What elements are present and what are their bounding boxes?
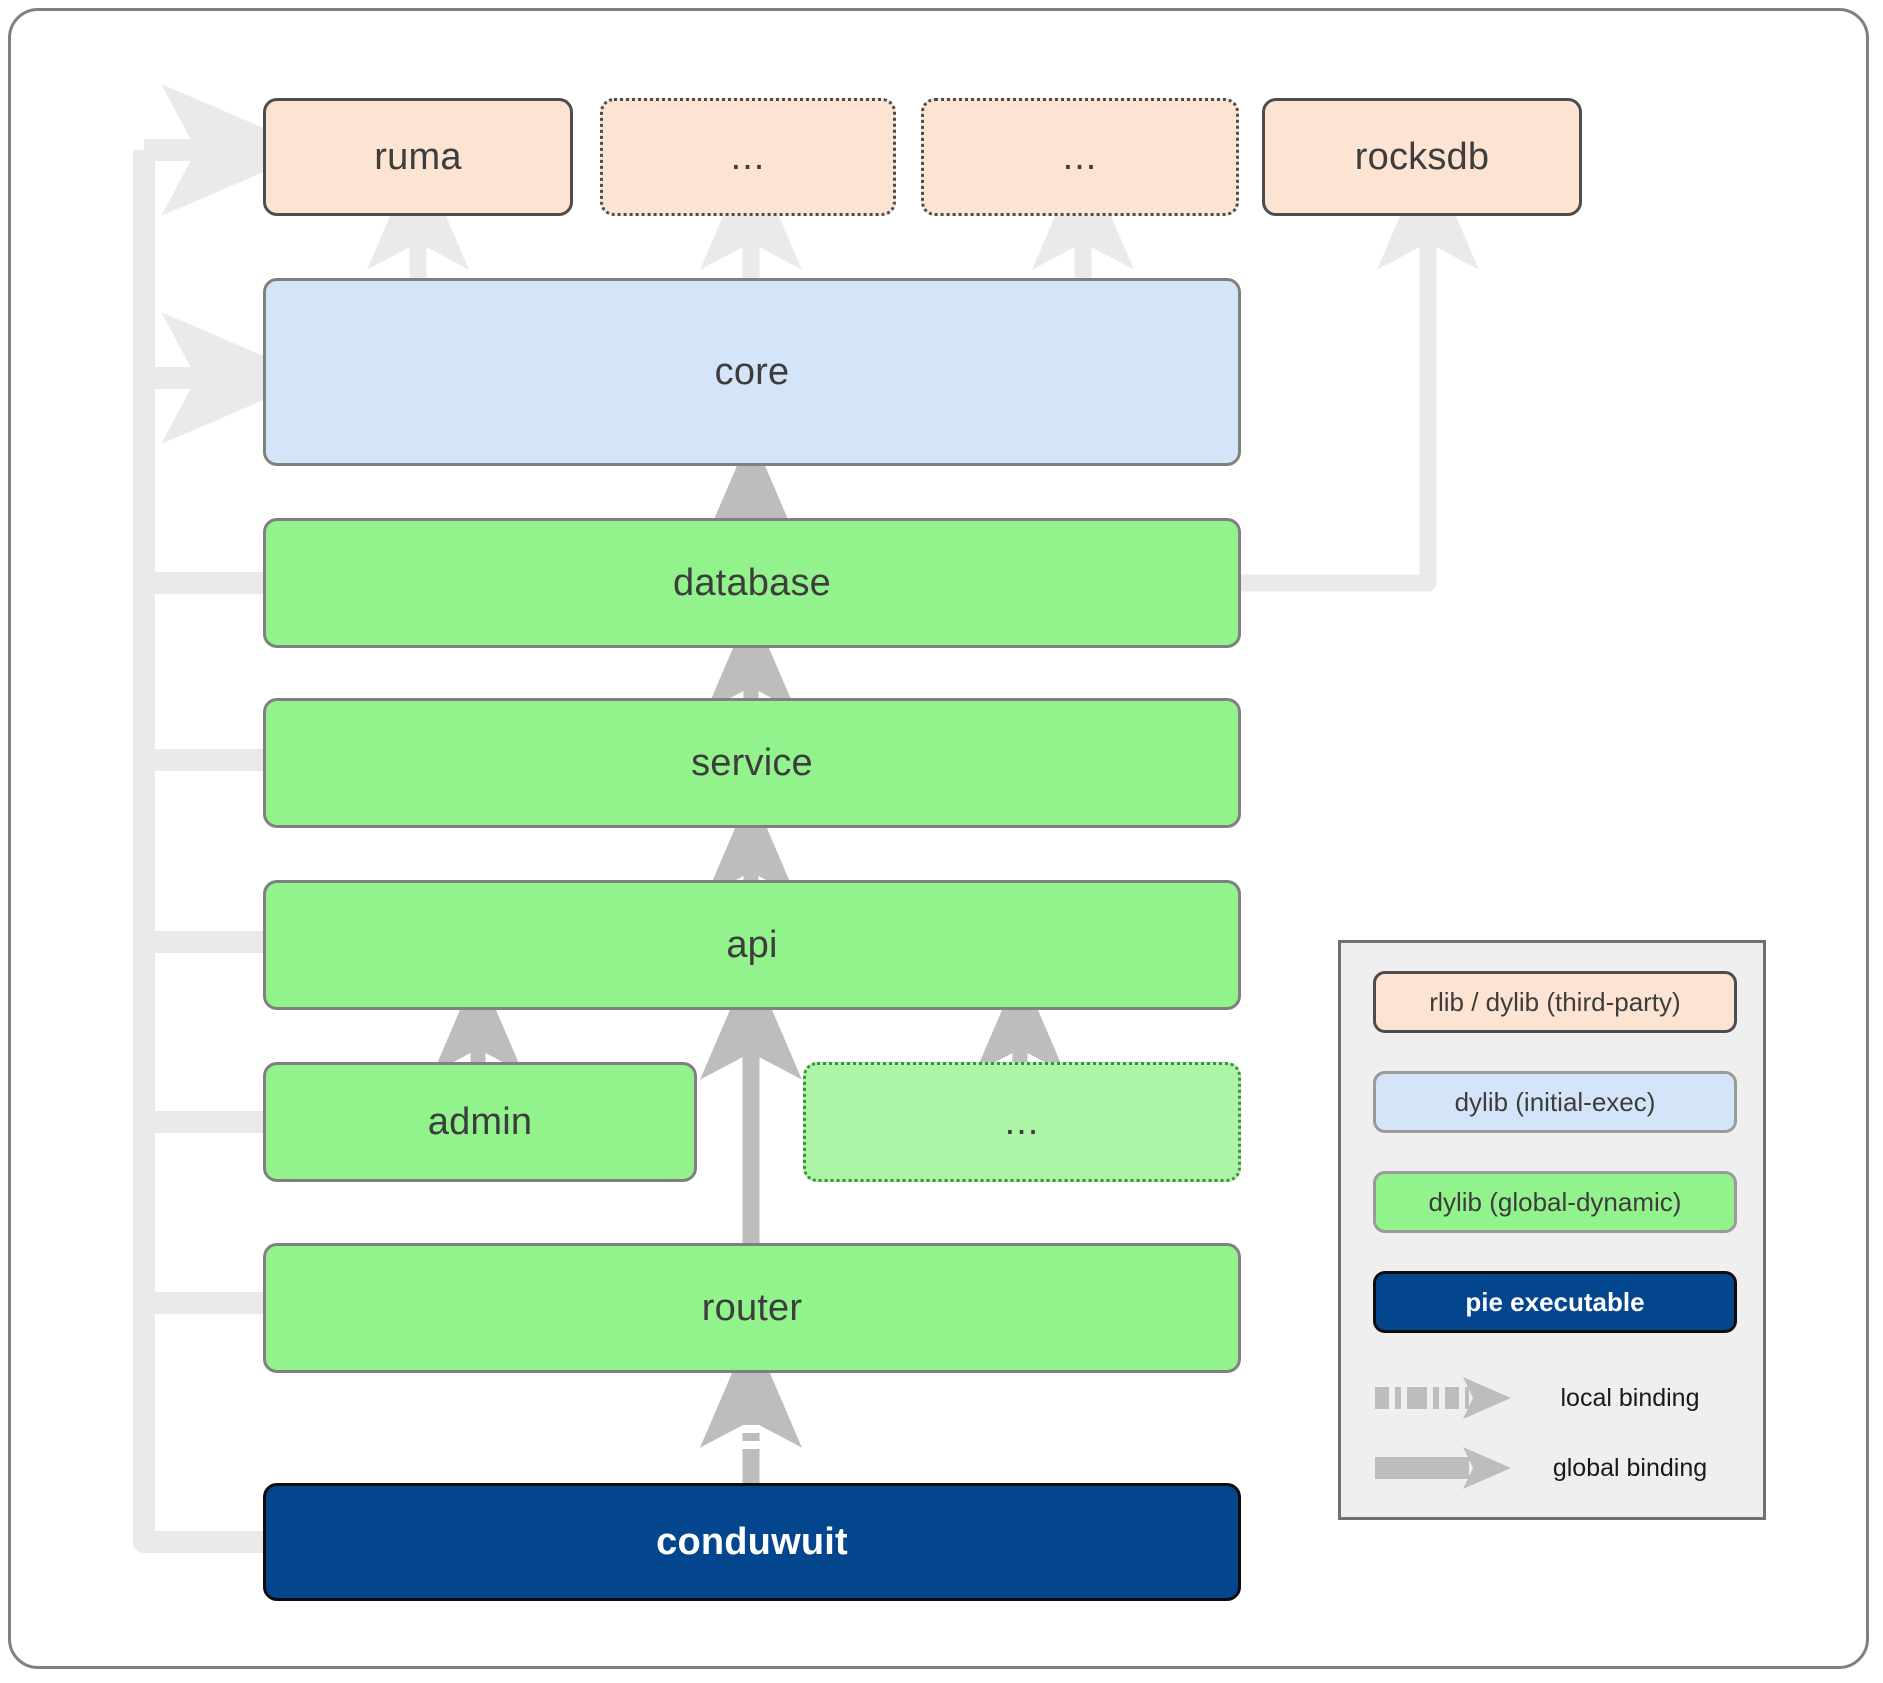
node-conduwuit-label: conduwuit [656, 1520, 848, 1563]
node-database[interactable]: database [263, 518, 1241, 648]
legend-item-pie-executable: pie executable [1373, 1271, 1737, 1333]
node-api-label: api [726, 923, 778, 966]
node-conduwuit[interactable]: conduwuit [263, 1483, 1241, 1601]
node-router[interactable]: router [263, 1243, 1241, 1373]
node-ellipsis-1[interactable]: ... [600, 98, 896, 216]
node-ruma[interactable]: ruma [263, 98, 573, 216]
legend-item-initial-exec-label: dylib (initial-exec) [1454, 1086, 1656, 1117]
node-core-label: core [714, 350, 790, 393]
node-service-label: service [691, 741, 813, 784]
node-rocksdb-label: rocksdb [1354, 135, 1490, 178]
node-router-label: router [701, 1286, 803, 1329]
global-binding-arrow-icon [1369, 1441, 1519, 1495]
legend-binding-global: global binding [1369, 1441, 1741, 1495]
legend-item-global-dynamic-label: dylib (global-dynamic) [1428, 1186, 1682, 1217]
node-ellipsis-3[interactable]: ... [803, 1062, 1241, 1182]
node-ellipsis-3-label: ... [1004, 1100, 1040, 1143]
legend-binding-local: local binding [1369, 1371, 1741, 1425]
node-core[interactable]: core [263, 278, 1241, 466]
legend-binding-local-label: local binding [1560, 1383, 1700, 1412]
node-ellipsis-2-label: ... [1062, 135, 1098, 178]
node-admin-label: admin [427, 1100, 533, 1143]
node-database-label: database [673, 561, 831, 604]
local-binding-arrow-icon [1369, 1371, 1519, 1425]
node-ruma-label: ruma [374, 135, 462, 178]
node-service[interactable]: service [263, 698, 1241, 828]
legend-item-initial-exec: dylib (initial-exec) [1373, 1071, 1737, 1133]
legend-panel: rlib / dylib (third-party) dylib (initia… [1338, 940, 1766, 1520]
legend-item-pie-executable-label: pie executable [1465, 1286, 1645, 1317]
node-ellipsis-1-label: ... [730, 135, 766, 178]
node-api[interactable]: api [263, 880, 1241, 1010]
node-rocksdb[interactable]: rocksdb [1262, 98, 1582, 216]
legend-item-global-dynamic: dylib (global-dynamic) [1373, 1171, 1737, 1233]
legend-item-third-party-label: rlib / dylib (third-party) [1429, 986, 1681, 1017]
node-ellipsis-2[interactable]: ... [921, 98, 1239, 216]
legend-binding-global-label: global binding [1552, 1453, 1708, 1482]
legend-item-third-party: rlib / dylib (third-party) [1373, 971, 1737, 1033]
node-admin[interactable]: admin [263, 1062, 697, 1182]
